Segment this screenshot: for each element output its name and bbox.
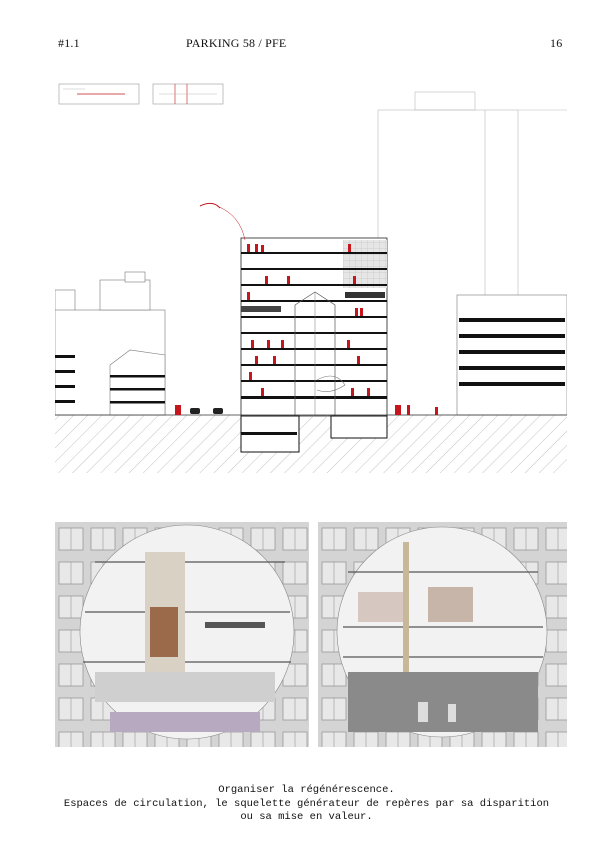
caption-line-1: Organiser la régénérescence. — [218, 784, 395, 796]
left-building-windows — [55, 355, 165, 404]
page-title: PARKING 58 / PFE — [186, 36, 287, 50]
page-number: 16 — [550, 36, 563, 50]
main-building-section — [199, 202, 388, 417]
plan-thumbnail-right — [152, 83, 224, 105]
left-neighbour-buildings — [55, 271, 166, 416]
interior-vignette-right — [318, 522, 567, 747]
caption-line-2: Espaces de circulation, le squelette gén… — [63, 797, 550, 810]
caption: Organiser la régénérescence. Espaces de … — [0, 784, 613, 825]
plan-thumbnail-left — [58, 83, 140, 105]
ground-section — [55, 405, 567, 473]
section-number: #1.1 — [58, 36, 80, 50]
caption-line-3: ou sa mise en valeur. — [240, 811, 373, 823]
interior-vignette-left — [55, 522, 309, 747]
building-section-drawing — [55, 83, 567, 473]
right-neighbour-building — [456, 294, 567, 416]
